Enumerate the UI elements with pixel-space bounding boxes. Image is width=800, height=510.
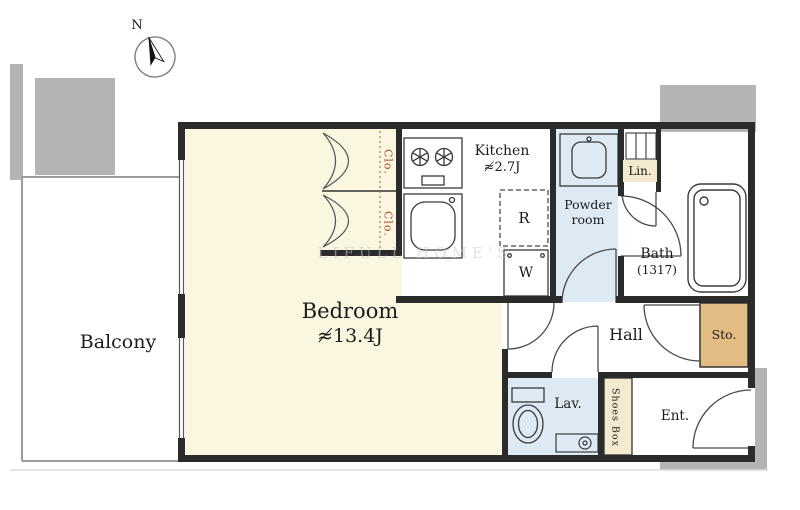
wall-bedroom-hall-a — [502, 296, 508, 303]
closet-lower-label: Clo. — [381, 211, 395, 237]
wall-hall-bottom — [598, 372, 755, 378]
washer-label: W — [518, 265, 534, 281]
storage-door-arc — [643, 304, 701, 362]
wall-bedroom-hall-b — [502, 349, 508, 462]
balcony-label: Balcony — [79, 331, 157, 353]
wall-mid-horizontal-b — [616, 296, 755, 303]
wall-lavatory-right — [598, 372, 604, 462]
bath-door-arc — [620, 195, 682, 257]
wall-lavatory-top-a — [502, 372, 552, 378]
structure-strip-bottom-right — [660, 462, 767, 470]
hand-sink-icon — [555, 433, 599, 453]
storage-label: Sto. — [711, 327, 737, 342]
window-lines — [178, 160, 185, 438]
wall-left-a — [178, 122, 185, 160]
wall-right-b — [748, 446, 755, 462]
bath-label: Bath (1317) — [622, 246, 692, 278]
wall-closet-kitchen — [396, 129, 402, 256]
kitchen-sink-icon — [403, 193, 463, 259]
structure-column-top-left — [35, 78, 115, 175]
watermark: LIFULL HOME'S — [317, 244, 513, 262]
bath-name: Bath — [640, 246, 674, 262]
shoes-box-label: Shoes Box — [609, 387, 621, 447]
wall-mid-horizontal-a — [396, 296, 562, 303]
kitchen-size: ≉2.7J — [483, 160, 521, 176]
powder-room-door-arc — [561, 248, 617, 304]
wall-linen-right — [656, 129, 661, 192]
structure-column-left-bar — [10, 64, 23, 180]
entrance-label: Ent. — [660, 408, 690, 424]
linen-cabinet-icon — [625, 132, 657, 160]
entrance-door-arc — [692, 389, 752, 449]
wall-closet-bottom — [320, 250, 402, 256]
toilet-icon — [511, 387, 545, 444]
refrigerator-box — [499, 189, 549, 247]
compass-north-label: N — [131, 18, 143, 33]
kitchen-floor — [402, 129, 550, 300]
wall-left-c — [178, 438, 185, 462]
lavatory-door-arc — [551, 325, 599, 373]
kitchen-label: Kitchen ≉2.7J — [452, 143, 552, 176]
bedroom-door-arc — [507, 302, 555, 350]
powder-room-line1: Powder — [564, 197, 612, 212]
hall-label: Hall — [609, 325, 643, 344]
powder-room-floor — [556, 129, 618, 302]
vanity-sink-icon — [559, 133, 619, 187]
structure-column-right-bottom — [755, 368, 767, 468]
wall-left-b — [178, 294, 185, 338]
shoes-box — [603, 377, 633, 456]
closet-folding-door-icon — [322, 132, 350, 248]
linen-door-arc — [621, 191, 657, 227]
bath-size: (1317) — [637, 263, 677, 278]
balcony-outline — [21, 176, 180, 462]
stove-icon — [403, 137, 463, 189]
bedroom-label: Bedroom ≉13.4J — [250, 299, 450, 348]
bathtub-icon — [687, 183, 747, 293]
wall-top — [178, 122, 755, 129]
compass-icon — [134, 36, 176, 78]
wall-powder-bath-a — [618, 129, 624, 196]
powder-room-label: Powder room — [556, 197, 620, 228]
wall-right-a — [748, 122, 755, 388]
powder-room-line2: room — [571, 212, 605, 228]
refrigerator-label: R — [518, 209, 530, 227]
wall-bottom — [178, 455, 755, 462]
bedroom-size: ≉13.4J — [317, 324, 383, 347]
bedroom-name: Bedroom — [301, 299, 399, 323]
wall-powder-bath-b — [618, 256, 624, 302]
lavatory-label: Lav. — [554, 396, 582, 412]
closet-upper-label: Clo. — [381, 149, 395, 175]
wall-kitchen-powder — [550, 129, 556, 300]
linen-label: Lin. — [623, 160, 657, 182]
kitchen-name: Kitchen — [474, 143, 530, 159]
